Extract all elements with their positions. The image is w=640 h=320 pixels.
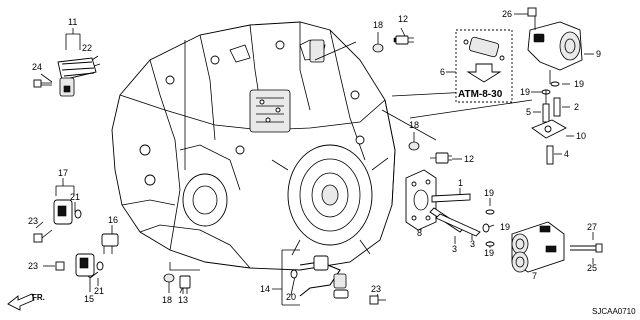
- callout-18-bottom: 18: [162, 295, 172, 305]
- callout-9: 9: [596, 49, 601, 59]
- direction-label: FR.: [32, 293, 45, 302]
- callout-24: 24: [32, 62, 42, 72]
- transmission-housing: [111, 21, 396, 271]
- callout-19-e: 19: [484, 248, 494, 258]
- callout-1: 1: [458, 178, 463, 188]
- front-direction-arrow: FR.: [7, 293, 45, 311]
- temperature-sensor-bottom: [163, 273, 191, 294]
- callout-labels: 11 22 24 18 12 6 26 9 19 19 2 5 10 4 18 …: [28, 9, 601, 305]
- sensor-harness-bottom: [290, 255, 349, 299]
- cover-plate: [405, 169, 495, 247]
- callout-19-d: 19: [500, 222, 510, 232]
- callout-10: 10: [576, 131, 586, 141]
- pressure-sensor-mid: [408, 141, 452, 164]
- speed-sensor-lower-left: [55, 233, 119, 277]
- speed-sensor-left: [33, 199, 82, 243]
- callout-23-c: 23: [371, 284, 381, 294]
- callout-19-c: 19: [484, 188, 494, 198]
- callout-8: 8: [417, 228, 422, 238]
- callout-3-a: 3: [452, 244, 457, 254]
- callout-21-b: 21: [94, 286, 104, 296]
- callout-3-b: 3: [470, 239, 475, 249]
- callout-18-top: 18: [373, 20, 383, 30]
- callout-19-a: 19: [574, 79, 584, 89]
- solenoid-pair: [511, 221, 603, 273]
- callout-20: 20: [286, 292, 296, 302]
- callout-12-mid: 12: [464, 154, 474, 164]
- callout-21-a: 21: [70, 192, 80, 202]
- wiring-harness-part: [57, 55, 101, 97]
- valve-body-cover: [249, 89, 291, 133]
- solenoid-assembly: [527, 7, 583, 165]
- pressure-sensor-top: [372, 35, 414, 53]
- callout-26: 26: [502, 9, 512, 19]
- callout-13: 13: [178, 295, 188, 305]
- callout-27: 27: [587, 222, 597, 232]
- bolt-part-24: [33, 79, 52, 88]
- callout-2: 2: [574, 102, 579, 112]
- callout-14: 14: [260, 284, 270, 294]
- callout-5: 5: [526, 107, 531, 117]
- reference-label: ATM-8-30: [458, 89, 503, 100]
- reference-box: [455, 29, 513, 103]
- callout-11: 11: [68, 17, 77, 27]
- leader-lines: [35, 13, 594, 306]
- callout-18-mid: 18: [409, 120, 419, 130]
- callout-12-top: 12: [398, 14, 408, 24]
- callout-19-b: 19: [520, 87, 530, 97]
- bolt-part-23: [369, 295, 386, 305]
- callout-25: 25: [587, 263, 597, 273]
- callout-15: 15: [84, 294, 94, 304]
- callout-4: 4: [564, 149, 569, 159]
- callout-16: 16: [108, 215, 118, 225]
- callout-7: 7: [532, 271, 537, 281]
- diagram-code: SJCAA0710: [592, 307, 636, 316]
- callout-6: 6: [440, 67, 445, 77]
- callout-23-b: 23: [28, 261, 38, 271]
- callout-22: 22: [82, 43, 92, 53]
- callout-23-a: 23: [28, 216, 38, 226]
- callout-17: 17: [58, 168, 68, 178]
